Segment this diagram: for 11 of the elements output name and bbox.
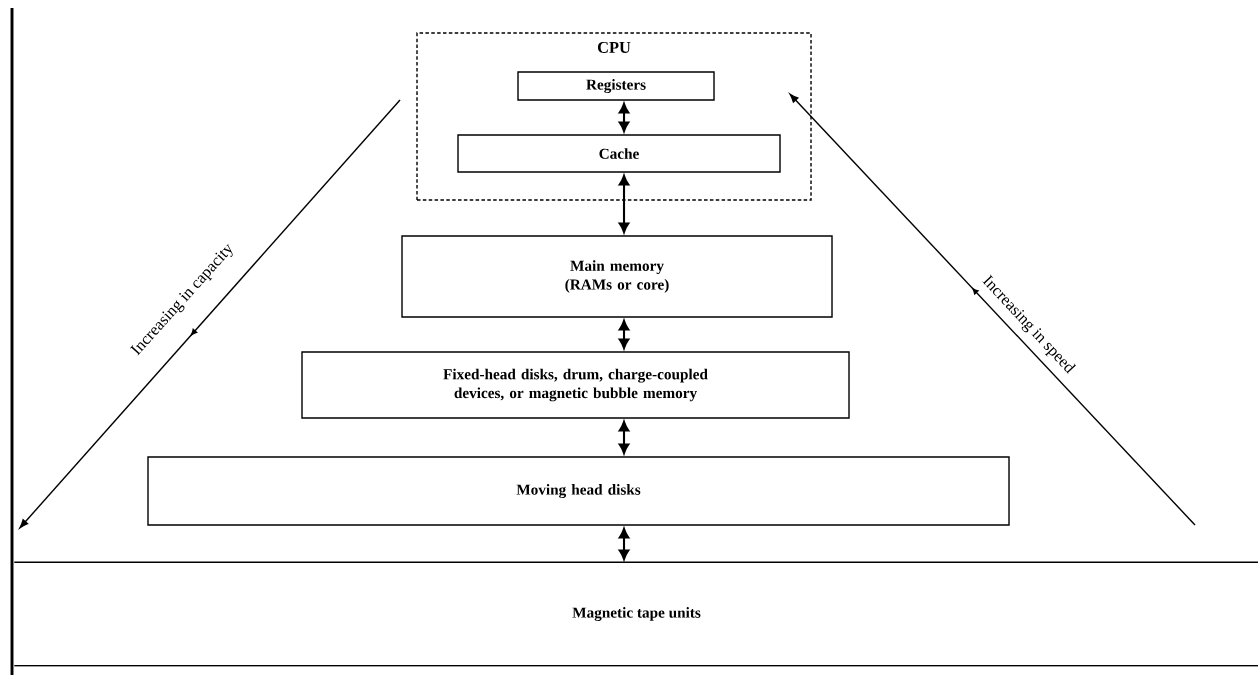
memory-level-box: Moving head disks [147, 456, 1010, 526]
memory-level-box: Registers [517, 71, 715, 101]
memory-level-band: Magnetic tape units [13, 561, 1258, 667]
arrow [618, 528, 630, 561]
memory-level-box: Fixed-head disks, drum, charge-coupled devices, or magnetic bubble memory [301, 351, 850, 419]
arrow [618, 421, 630, 455]
memory-level-box: Cache [457, 134, 781, 173]
arrow [618, 175, 630, 234]
memory-level-box: Main memory (RAMs or core) [401, 235, 833, 318]
arrow [618, 320, 630, 350]
arrow [618, 103, 630, 133]
